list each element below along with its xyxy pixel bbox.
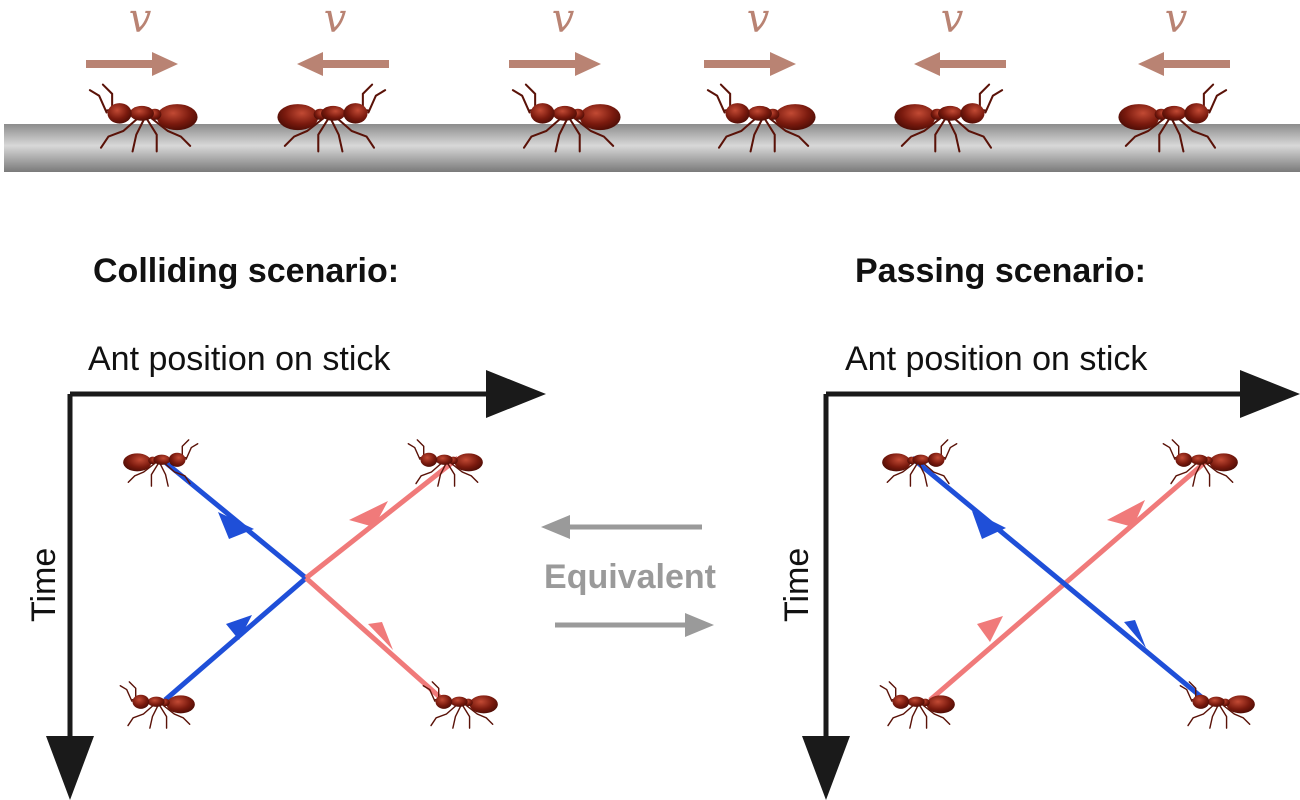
velocity-arrow-icon — [1138, 52, 1230, 76]
arrow-icon — [972, 511, 1006, 539]
passing-blue-path — [910, 456, 1207, 702]
ant-icon — [881, 439, 958, 487]
velocity-symbol: v — [552, 0, 575, 42]
ant-icon — [1162, 439, 1239, 487]
passing-title: Passing scenario: — [855, 252, 1146, 290]
arrow-icon — [977, 616, 1003, 642]
equivalent-label: Equivalent — [544, 558, 716, 596]
velocity-symbol: v — [747, 0, 770, 42]
colliding-blue-path — [158, 456, 308, 702]
ant-icon — [122, 439, 199, 487]
colliding-x-axis-label: Ant position on stick — [88, 340, 391, 378]
passing-panel: Passing scenario: Ant position on stick … — [778, 252, 1300, 800]
left-arrow-icon — [541, 515, 702, 539]
colliding-panel: Colliding scenario: Ant position on stic… — [25, 252, 546, 800]
arrow-icon — [1107, 500, 1145, 527]
passing-y-axis-label: Time — [778, 548, 816, 622]
velocity-arrow-icon — [297, 52, 389, 76]
ant-icon — [422, 681, 499, 729]
arrow-icon — [1124, 620, 1146, 648]
colliding-axes — [46, 370, 546, 800]
velocity-arrow-icon — [86, 52, 178, 76]
arrow-icon — [226, 615, 252, 640]
arrow-icon — [349, 501, 388, 527]
velocity-symbol: v — [129, 0, 152, 42]
velocity-arrow-icon — [509, 52, 601, 76]
arrow-icon — [218, 512, 254, 539]
ant-icon — [407, 439, 484, 487]
velocity-symbol: v — [324, 0, 347, 42]
passing-axes — [802, 370, 1300, 800]
colliding-y-axis-label: Time — [25, 548, 63, 622]
velocity-arrow-icon — [704, 52, 796, 76]
equivalence-indicator: Equivalent — [541, 515, 716, 637]
velocity-symbol: v — [941, 0, 964, 42]
colliding-title: Colliding scenario: — [93, 252, 399, 290]
right-arrow-icon — [555, 613, 714, 637]
passing-pink-path — [928, 456, 1212, 702]
velocity-symbol: v — [1165, 0, 1188, 42]
ant-icon — [119, 681, 196, 729]
stick — [4, 124, 1300, 172]
arrow-icon — [368, 622, 393, 650]
passing-x-axis-label: Ant position on stick — [845, 340, 1148, 378]
velocity-arrow-icon — [914, 52, 1006, 76]
colliding-pink-path — [304, 456, 460, 702]
